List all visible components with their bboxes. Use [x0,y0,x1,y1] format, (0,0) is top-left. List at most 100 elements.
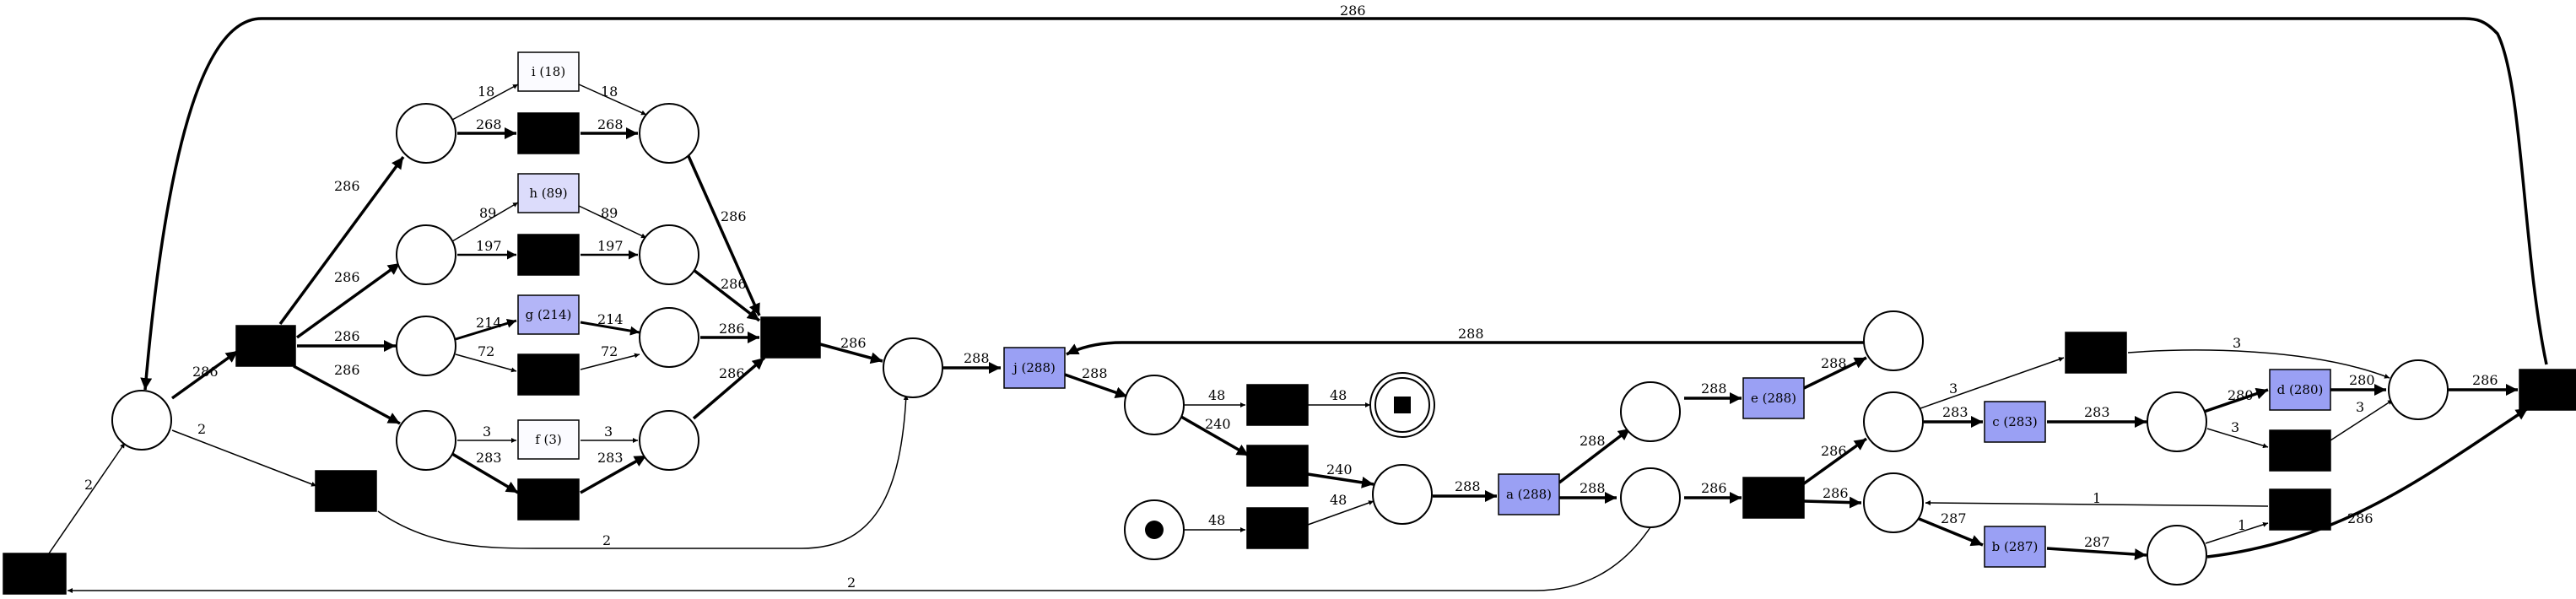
label-h-out: 89 [601,205,618,221]
label-cont-in: 240 [1205,416,1231,432]
arc-par2-c [1799,437,1868,488]
arc-split-i [278,155,405,326]
silent-transitions [3,112,2576,595]
silent-continue [1246,445,1309,487]
arc-c-skip-out [2127,349,2390,379]
svg-text:g (214): g (214) [526,307,572,322]
label-e-out-in: 288 [1701,380,1727,397]
label-g-skip-in: 72 [478,343,494,359]
arc-h-in [451,202,519,242]
arc-top-loop [140,17,2548,391]
transition-b: b (287) [1984,526,2046,568]
transition-d: d (280) [2269,369,2331,411]
arc-cont-in [1180,415,1250,457]
label-h-skip-out: 197 [597,238,624,254]
transition-h: h (89) [517,173,580,213]
label-i-skip-in: 268 [476,116,502,132]
label-top-loop: 286 [1340,3,1366,19]
final-marking-square [1394,397,1411,413]
arc-par2-b [1803,496,1862,509]
token-dot [1145,521,1164,539]
label-b-in: 287 [1941,510,1967,526]
place-h-in [396,224,456,285]
label-f-skip-out: 283 [597,450,624,466]
place-e-in [1620,381,1681,442]
label-par2-in: 286 [1701,480,1727,496]
place-f-out [639,410,699,471]
place-b-in [1863,472,1924,533]
svg-text:i (18): i (18) [532,64,565,79]
silent-c-skip [2065,332,2127,374]
arc-d-in [2203,387,2269,413]
transition-i: i (18) [517,51,580,92]
place-g-in [396,316,456,376]
arc-join-f [692,356,766,420]
silent-h-skip [517,234,580,276]
silent-source-route [1246,507,1309,549]
arc-d-skip-out [2330,399,2394,441]
svg-text:j (288): j (288) [1012,360,1056,375]
label-j-out: 288 [1082,365,1108,381]
silent-d-skip [2269,429,2331,472]
label-start-in: 2 [84,477,93,493]
silent-final [2519,369,2576,411]
silent-start [3,553,67,595]
label-c-in: 283 [1942,404,1968,420]
silent-g-skip [517,353,580,396]
svg-text:c (283): c (283) [1992,414,2038,429]
place-source [1124,499,1185,560]
transition-e: e (288) [1742,377,1805,419]
place-g-out [639,307,699,368]
arc-i-in [451,84,519,121]
svg-text:a (288): a (288) [1506,487,1552,502]
label-join-i: 286 [721,208,747,224]
label-g-in: 214 [476,315,502,331]
svg-text:d (280): d (280) [2277,382,2324,397]
label-par2-c: 286 [1821,443,1847,459]
arc-split-in [170,349,240,400]
label-split-h: 286 [334,269,360,285]
label-g-out: 214 [597,311,624,327]
silent-end-route [1246,384,1309,426]
label-h-skip-in: 197 [476,238,502,254]
place-join [2388,359,2449,420]
place-after-par [883,337,943,398]
place-start-loop [111,390,172,451]
label-split-i: 286 [334,178,360,194]
arc-c-skip-in [1920,357,2065,409]
label-split-in: 286 [192,364,219,380]
label-a-in: 288 [1455,478,1481,494]
label-i-in: 18 [478,84,494,100]
place-i-in [396,103,456,164]
silent-join [760,316,821,359]
label-join-h: 286 [721,276,747,292]
label-join-out: 286 [840,335,867,351]
arc-f-skip-in [451,452,519,494]
arc-loop-skip-out [377,394,909,549]
arc-g-out [580,321,640,336]
label-join2-out: 286 [2472,372,2498,388]
silent-parallel2 [1742,477,1805,519]
label-f-out: 3 [604,424,613,440]
svg-text:b (287): b (287) [1992,539,2039,554]
arc-split-h [295,262,402,339]
arc-loop-to-j [1066,341,1865,356]
transition-a: a (288) [1498,473,1560,515]
arc-start-in [48,442,126,554]
place-loop-back [1863,310,1924,371]
arc-b-to-join [2206,407,2529,559]
arc-split-f [293,364,401,425]
label-end-in: 48 [1208,387,1225,403]
silent-f-skip [517,478,580,521]
arc-join-i [683,148,761,316]
arc-f-skip-out [580,454,647,494]
labelled-transitions: i (18) h (89) g (214) f (3) j (288) a (2… [517,51,2331,568]
label-g-skip-out: 72 [601,343,618,359]
label-d-out: 280 [2349,372,2375,388]
label-source-out: 48 [1330,492,1347,508]
label-split-g: 286 [334,328,360,344]
transition-g: g (214) [517,294,580,335]
transition-j: j (288) [1003,347,1066,389]
place-d-in [2147,391,2207,452]
arc-a-to-e [1558,427,1632,484]
